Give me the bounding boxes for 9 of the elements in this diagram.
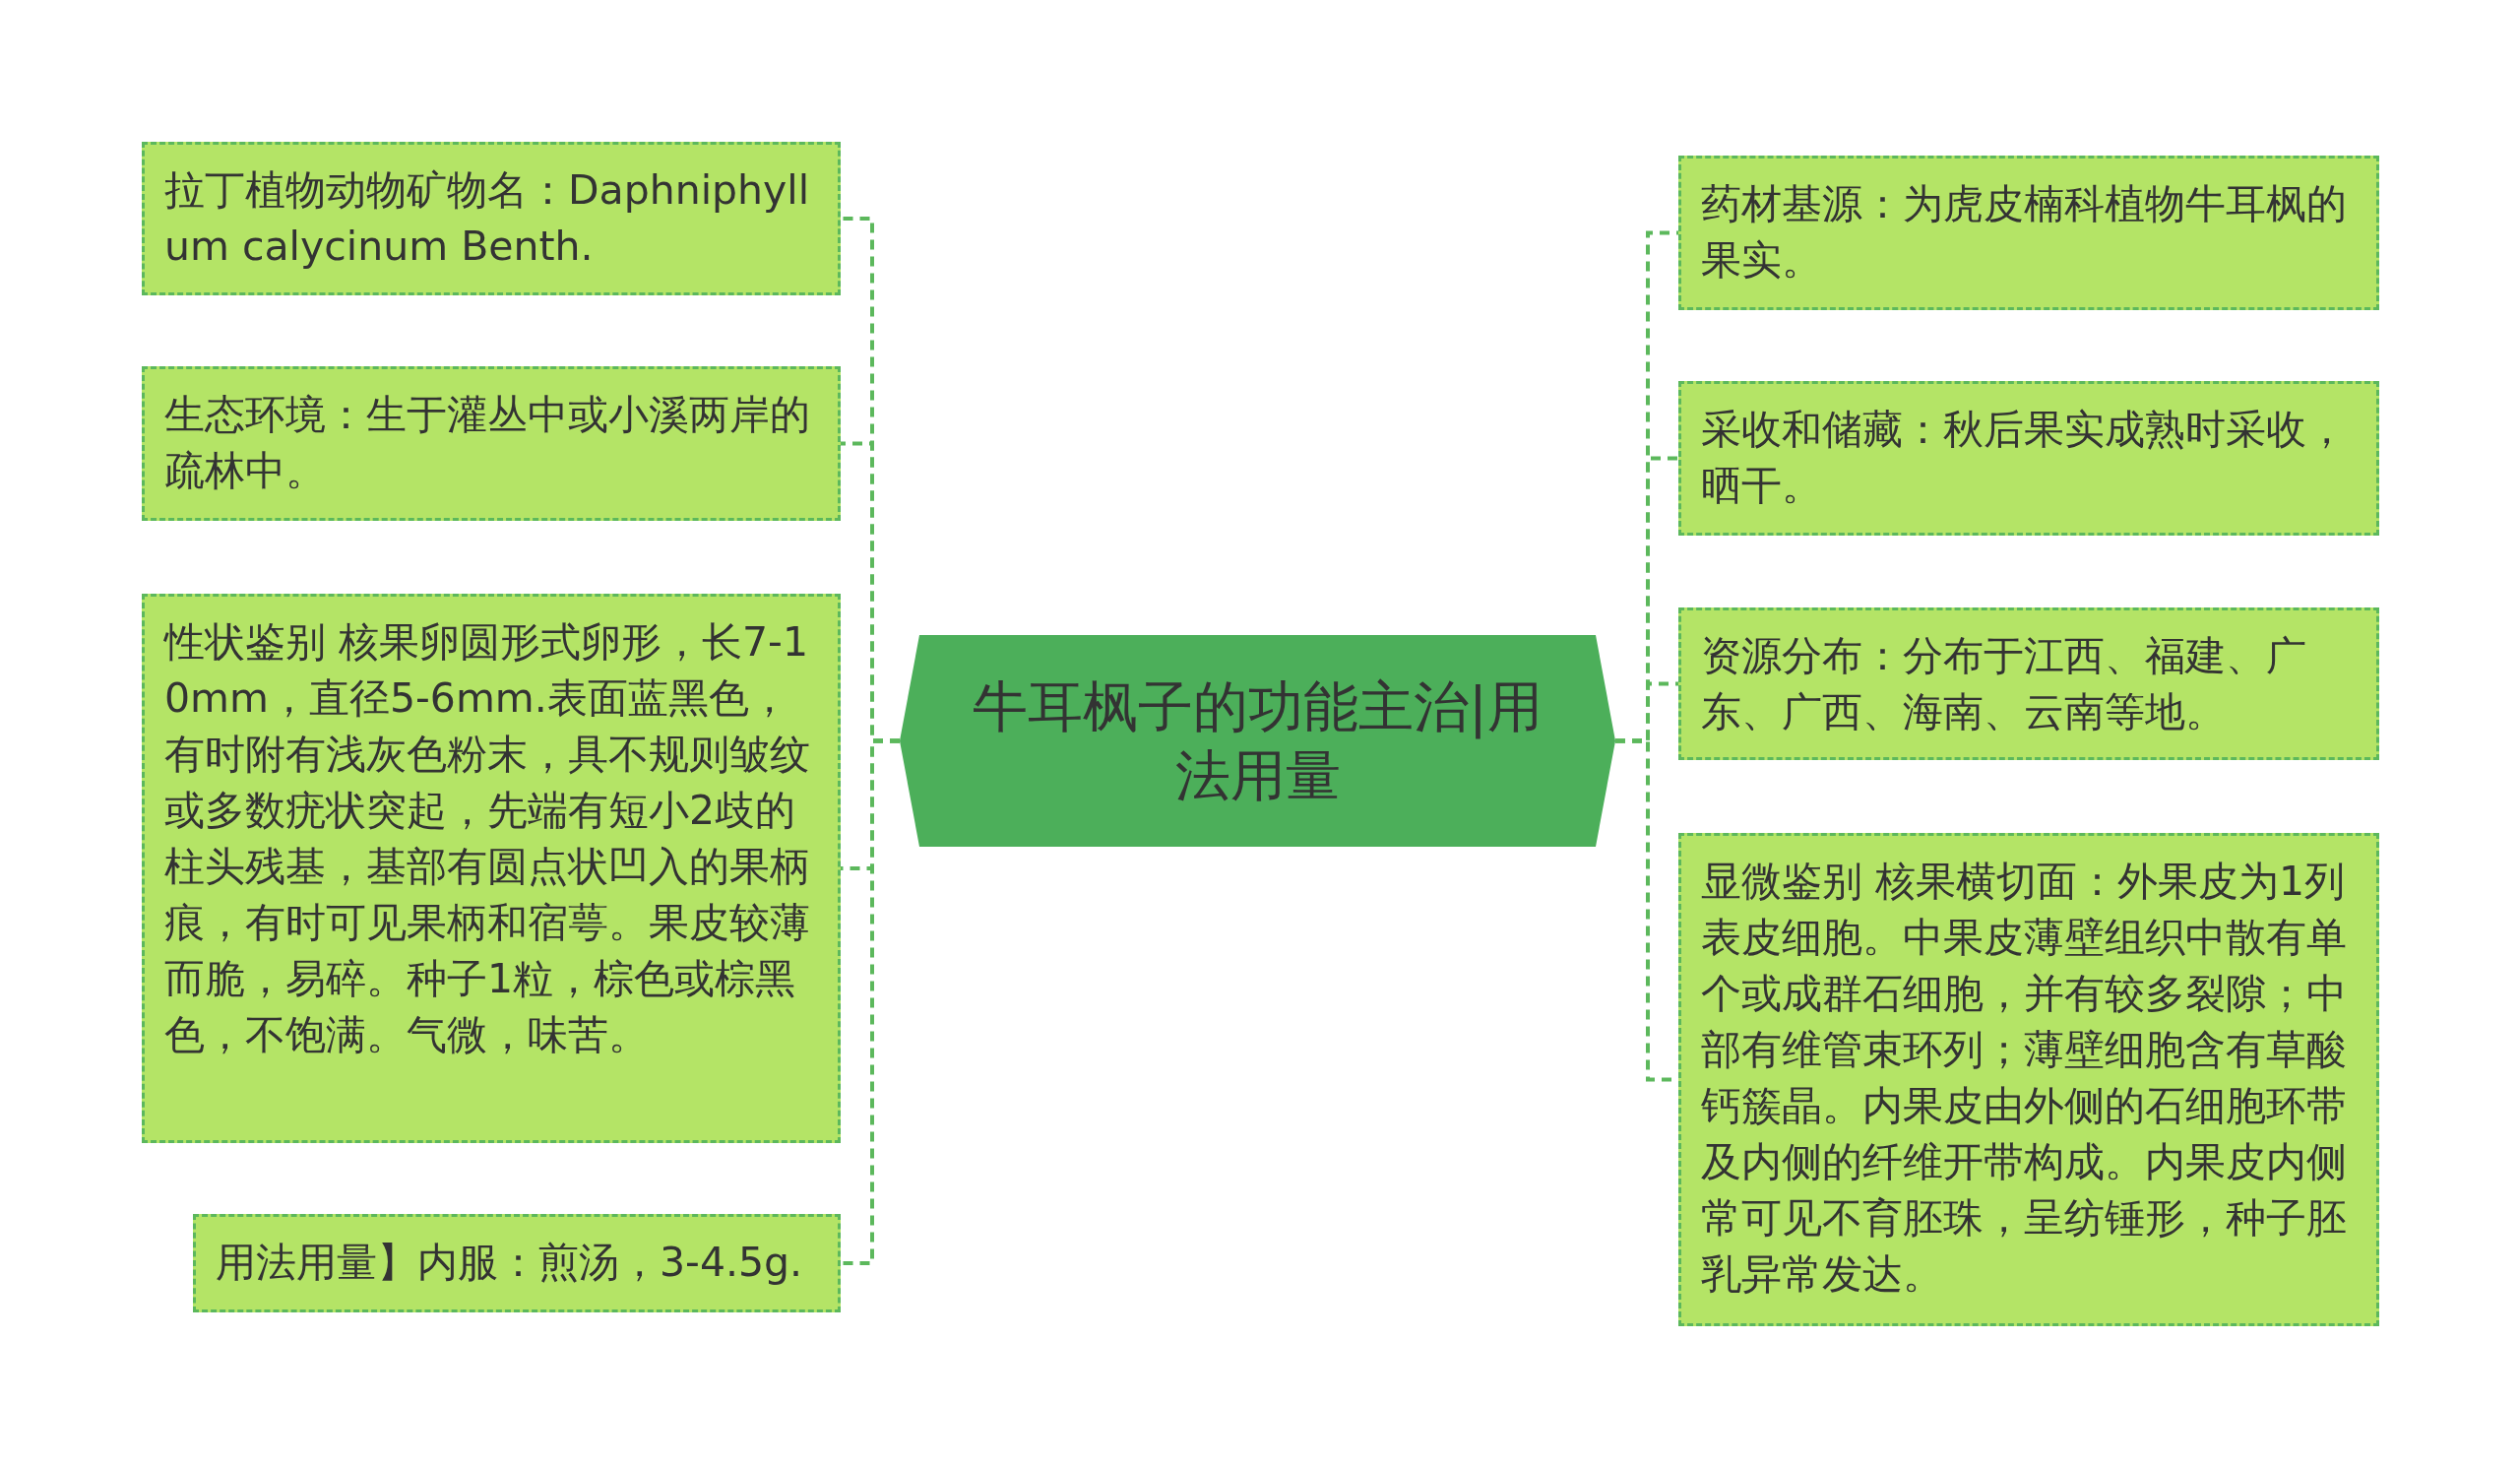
topic-box: 用法用量】内服：煎汤，3-4.5g. <box>193 1214 841 1312</box>
topic-box: 采收和储藏：秋后果实成熟时采收，晒干。 <box>1678 381 2379 536</box>
topic-box: 生态环境：生于灌丛中或小溪两岸的疏林中。 <box>142 366 841 521</box>
topic-box: 药材基源：为虎皮楠科植物牛耳枫的果实。 <box>1678 156 2379 310</box>
topic-box: 显微鉴别 核果横切面：外果皮为1列表皮细胞。中果皮薄壁组织中散有单个或成群石细胞，并有较多裂隙；中部有维管束环列；薄壁细胞含有草酸钙簇晶。内果皮由外侧的石细胞环带及内侧的纤维开带构成。内果皮内侧常可见不育胚珠，呈纺锤形，种子胚乳异常发达。 <box>1678 833 2379 1326</box>
topic-box: 资源分布：分布于江西、福建、广东、广西、海南、云南等地。 <box>1678 607 2379 760</box>
topic-box: 拉丁植物动物矿物名：Daphniphyllum calycinum Benth. <box>142 142 841 295</box>
topic-box: 性状鉴别 核果卵圆形式卵形，长7-10mm，直径5-6mm.表面蓝黑色，有时附有浅灰色粉末，具不规则皱纹或多数疣状突起，先端有短小2歧的柱头残基，基部有圆点状凹入的果柄痕，有时可见果柄和宿萼。果皮较薄而脆，易碎。种子1粒，棕色或棕黑色，不饱满。气微，味苦。 <box>142 594 841 1143</box>
connector-line <box>841 738 900 1265</box>
